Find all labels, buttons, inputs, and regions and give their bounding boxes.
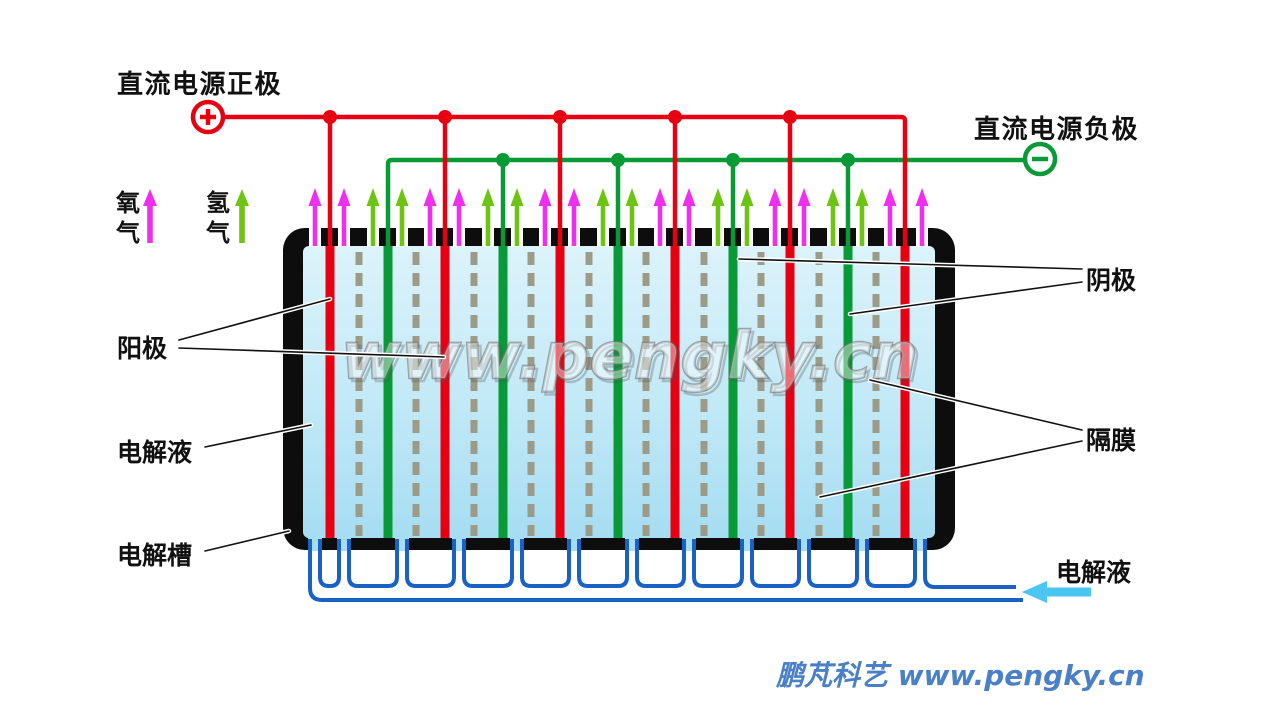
cell-u-pipe: [577, 539, 629, 588]
hydrogen-gas-arrow: [596, 188, 610, 246]
cathode-label: 阴极: [1086, 266, 1137, 295]
electrolyte-manifold-pipe: [308, 539, 1023, 602]
electrolyte-label: 电解液: [117, 438, 193, 467]
electrolyte-inlet-arrow: [1022, 581, 1091, 603]
cell-u-pipe: [347, 539, 399, 588]
hydrogen-gas-arrow: [855, 188, 869, 246]
watermark-shadow-text: www.pengky.cn: [344, 323, 921, 397]
anode-label: 阳极: [117, 334, 168, 363]
hydrogen-gas-arrow: [625, 188, 639, 246]
junction-dot: [668, 110, 682, 124]
cathode-leader-line: [738, 258, 1083, 270]
oxygen-gas-arrow: [308, 188, 322, 246]
cathode-leader-line: [849, 281, 1083, 315]
diaphragm-leader-line: [819, 440, 1083, 498]
site-footer-text: 鹏芃科艺 www.pengky.cn: [776, 659, 1145, 692]
dc-positive-label: 直流电源正极: [117, 70, 283, 100]
electrolyte-inlet-label: 电解液: [1056, 558, 1132, 587]
cell-u-pipe: [405, 539, 456, 588]
electrolyte-leader-line: [204, 424, 312, 448]
anode-leader-line: [178, 298, 331, 341]
junction-dot: [496, 153, 510, 167]
hydrogen-gas-arrow: [826, 188, 840, 246]
oxygen-gas-label: 氧气: [116, 189, 140, 247]
cell-u-pipe: [865, 539, 917, 588]
pipes-layer: [308, 539, 1091, 603]
oxygen-gas-arrow: [768, 188, 782, 246]
junction-dot: [323, 110, 337, 124]
cell-u-pipe: [462, 539, 514, 588]
anode-electrode: [900, 246, 910, 538]
oxygen-gas-arrow: [883, 188, 897, 246]
electrodes-layer: [325, 246, 910, 538]
electrolyte-inlet-pipe: [923, 539, 1016, 589]
anode-electrode: [325, 246, 335, 538]
hydrogen-gas-label: 氢气: [206, 189, 230, 247]
cathode-electrode: [843, 246, 853, 538]
junction-dot: [841, 153, 855, 167]
gas-arrows-layer: [143, 188, 929, 246]
junction-dot: [726, 153, 740, 167]
cathode-electrode: [613, 246, 623, 538]
cathode-electrode: [383, 246, 393, 538]
electrolysis-tank-label: 电解槽: [117, 541, 193, 570]
negative-bus-wire: [385, 157, 1024, 252]
cathode-electrode: [498, 246, 508, 538]
junction-dot: [611, 153, 625, 167]
hydrogen-legend-arrow: [235, 189, 249, 243]
junction-dot: [553, 110, 567, 124]
oxygen-gas-arrow: [337, 188, 351, 246]
junction-dot: [783, 110, 797, 124]
oxygen-gas-arrow: [797, 188, 811, 246]
anode-electrode: [785, 246, 795, 538]
tank-leader-line: [204, 530, 290, 552]
leader-lines-layer: [176, 256, 1085, 554]
diaphragm-leader-line: [869, 379, 1083, 431]
hydrogen-gas-arrow: [711, 188, 725, 246]
cell-u-pipe: [520, 539, 571, 588]
cell-u-pipe: [635, 539, 686, 588]
oxygen-gas-arrow: [538, 188, 552, 246]
oxygen-gas-arrow: [423, 188, 437, 246]
cell-u-pipe: [692, 539, 744, 588]
positive-bus-wire: [222, 114, 908, 252]
cathode-electrode: [728, 246, 738, 538]
anode-electrode: [555, 246, 565, 538]
hydrogen-gas-arrow: [481, 188, 495, 246]
anode-electrode: [670, 246, 680, 538]
oxygen-gas-arrow: [452, 188, 466, 246]
dc-negative-label: 直流电源负极: [974, 115, 1140, 145]
hydrogen-gas-arrow: [740, 188, 754, 246]
wiring-layer: [190, 99, 1058, 252]
oxygen-legend-arrow: [143, 189, 157, 243]
oxygen-gas-arrow: [567, 188, 581, 246]
oxygen-gas-arrow: [653, 188, 667, 246]
cell-u-pipe: [318, 539, 341, 588]
anode-leader-line: [178, 347, 445, 358]
oxygen-gas-arrow: [915, 188, 929, 246]
oxygen-gas-arrow: [682, 188, 696, 246]
hydrogen-gas-arrow: [366, 188, 380, 246]
junction-dot: [438, 110, 452, 124]
diaphragm-label: 隔膜: [1086, 426, 1137, 455]
hydrogen-gas-arrow: [510, 188, 524, 246]
anode-electrode: [440, 246, 450, 538]
hydrogen-gas-arrow: [395, 188, 409, 246]
cell-u-pipe: [807, 539, 859, 588]
cell-u-pipe: [750, 539, 801, 588]
